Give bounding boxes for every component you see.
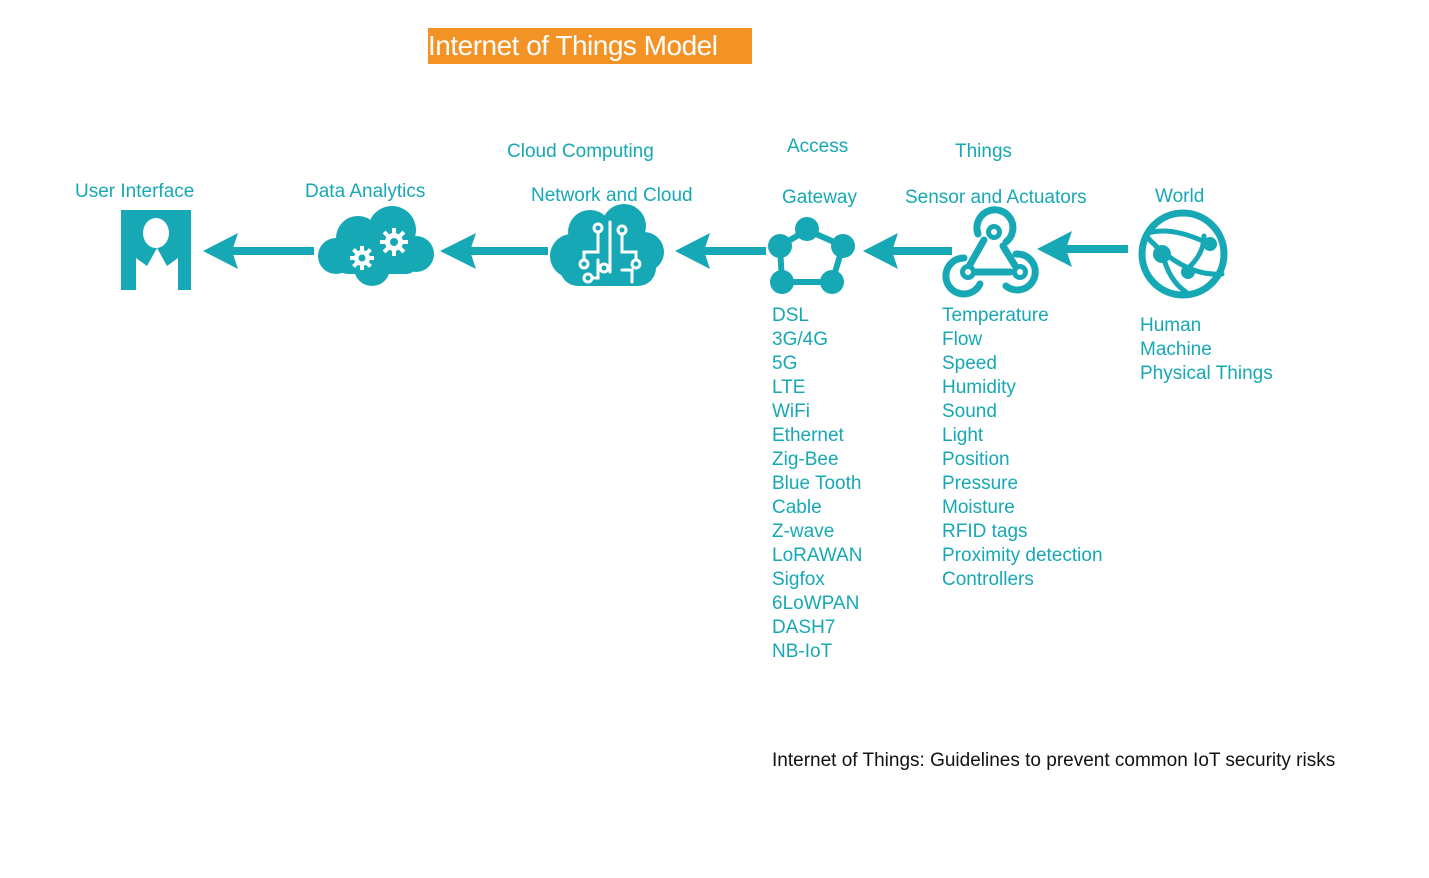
arrow-to-data-analytics — [440, 233, 548, 269]
list-item: Sigfox — [772, 569, 825, 590]
list-item: 3G/4G — [772, 329, 828, 350]
list-item: Cable — [772, 497, 822, 518]
sensor-and-actuators-label: Sensor and Actuators — [905, 187, 1087, 208]
list-item: Ethernet — [772, 425, 844, 446]
world-label: World — [1155, 186, 1205, 207]
list-item: Controllers — [942, 569, 1034, 590]
list-item: Position — [942, 449, 1010, 470]
arrow-to-network-cloud — [675, 233, 766, 269]
user-interface-icon — [121, 210, 191, 290]
list-item: NB-IoT — [772, 641, 833, 662]
sensor-type-list: Temperature Flow Speed Humidity Sound Li… — [942, 304, 1103, 592]
list-item: Sound — [942, 401, 997, 422]
cloud-gears-icon — [318, 206, 434, 286]
user-interface-label: User Interface — [75, 181, 195, 202]
list-item: LTE — [772, 377, 806, 398]
list-item: Light — [942, 425, 984, 446]
globe-network-icon — [1138, 209, 1228, 299]
network-and-cloud-label: Network and Cloud — [531, 185, 693, 206]
list-item: Flow — [942, 329, 983, 350]
arrow-to-sensors — [1037, 231, 1128, 267]
list-item: Physical Things — [1140, 363, 1273, 384]
list-item: DSL — [772, 305, 809, 326]
diagram-title: Internet of Things Model — [428, 28, 752, 64]
webhook-icon — [942, 206, 1039, 298]
list-item: Moisture — [942, 497, 1015, 518]
access-label: Access — [787, 136, 849, 157]
list-item: RFID tags — [942, 521, 1028, 542]
list-item: Human — [1140, 315, 1202, 336]
cloud-circuit-brain-icon — [550, 204, 664, 286]
pentagon-network-icon — [768, 217, 855, 294]
list-item: LoRAWAN — [772, 545, 863, 566]
things-label: Things — [955, 141, 1013, 162]
data-analytics-label: Data Analytics — [305, 181, 426, 202]
diagram-caption: Internet of Things: Guidelines to preven… — [772, 750, 1336, 771]
list-item: Pressure — [942, 473, 1019, 494]
list-item: Blue Tooth — [772, 473, 862, 494]
list-item: Speed — [942, 353, 997, 374]
list-item: Z-wave — [772, 521, 835, 542]
world-entity-list: Human Machine Physical Things — [1140, 314, 1273, 386]
arrow-to-gateway — [863, 233, 952, 269]
list-item: 5G — [772, 353, 798, 374]
list-item: Temperature — [942, 305, 1049, 326]
list-item: DASH7 — [772, 617, 836, 638]
list-item: Zig-Bee — [772, 449, 839, 470]
gateway-label: Gateway — [782, 187, 857, 208]
list-item: 6LoWPAN — [772, 593, 860, 614]
list-item: WiFi — [772, 401, 810, 422]
gateway-protocol-list: DSL 3G/4G 5G LTE WiFi Ethernet Zig-Bee B… — [772, 304, 862, 664]
list-item: Machine — [1140, 339, 1212, 360]
arrow-to-user-interface — [203, 233, 314, 269]
list-item: Humidity — [942, 377, 1016, 398]
list-item: Proximity detection — [942, 545, 1103, 566]
cloud-computing-label: Cloud Computing — [507, 141, 654, 162]
